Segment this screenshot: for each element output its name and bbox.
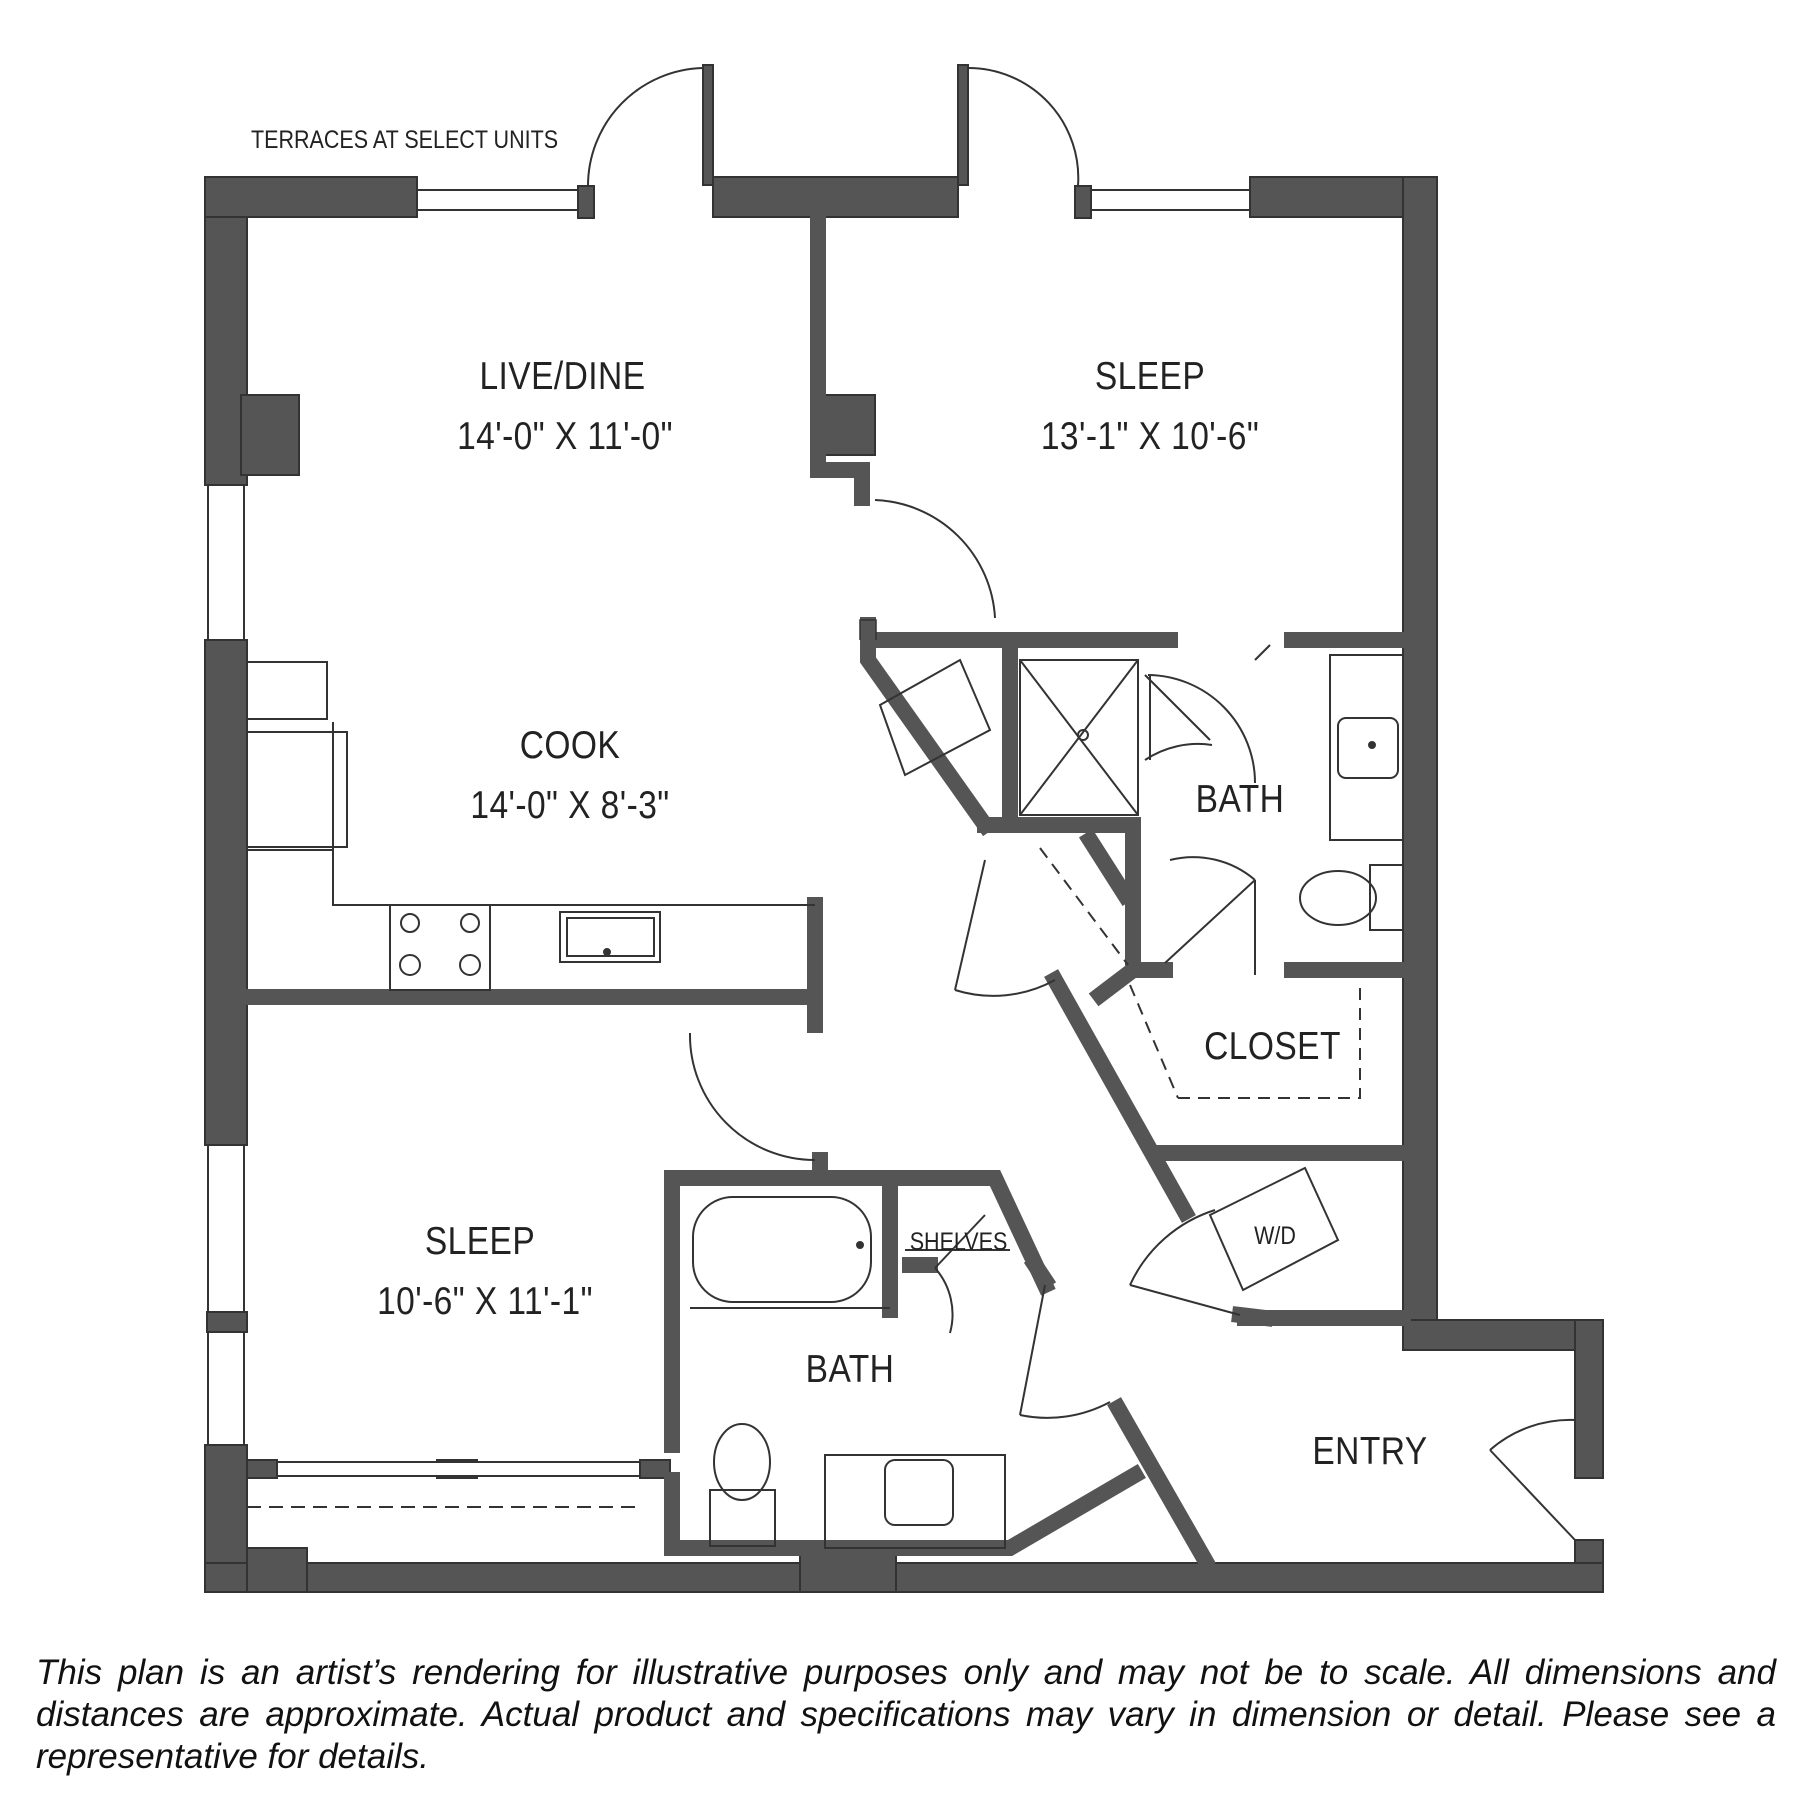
door-swings xyxy=(688,499,1576,1541)
bath-1-name: BATH xyxy=(1195,778,1285,821)
terrace-doors xyxy=(587,64,1080,187)
shelves-label: SHELVES xyxy=(909,1228,1008,1256)
sleep-2-dim: 10'-6" X 11'-1" xyxy=(377,1280,593,1323)
sleep-1-dim: 13'-1" X 10'-6" xyxy=(1040,415,1260,458)
bath-2-name: BATH xyxy=(805,1348,895,1391)
cook-dim: 14'-0" X 8'-3" xyxy=(470,784,670,827)
live-dine-name: LIVE/DINE xyxy=(479,355,646,398)
exterior-walls xyxy=(204,176,1604,1593)
cook-name: COOK xyxy=(519,724,621,767)
interior-wall-edges xyxy=(859,619,877,640)
wd-label: W/D xyxy=(1254,1222,1296,1250)
sleep-2-name: SLEEP xyxy=(424,1220,536,1263)
windows xyxy=(207,189,1251,1477)
fixtures xyxy=(246,654,1404,1549)
sleep-1-name: SLEEP xyxy=(1094,355,1206,398)
terrace-note: TERRACES AT SELECT UNITS xyxy=(250,126,559,154)
disclaimer-text: This plan is an artist’s rendering for i… xyxy=(36,1653,1776,1776)
live-dine-dim: 14'-0" X 11'-0" xyxy=(457,415,673,458)
entry-name: ENTRY xyxy=(1312,1430,1428,1473)
linen-closet xyxy=(878,658,992,777)
interior-walls xyxy=(239,209,1411,1571)
closet-name: CLOSET xyxy=(1204,1025,1341,1068)
